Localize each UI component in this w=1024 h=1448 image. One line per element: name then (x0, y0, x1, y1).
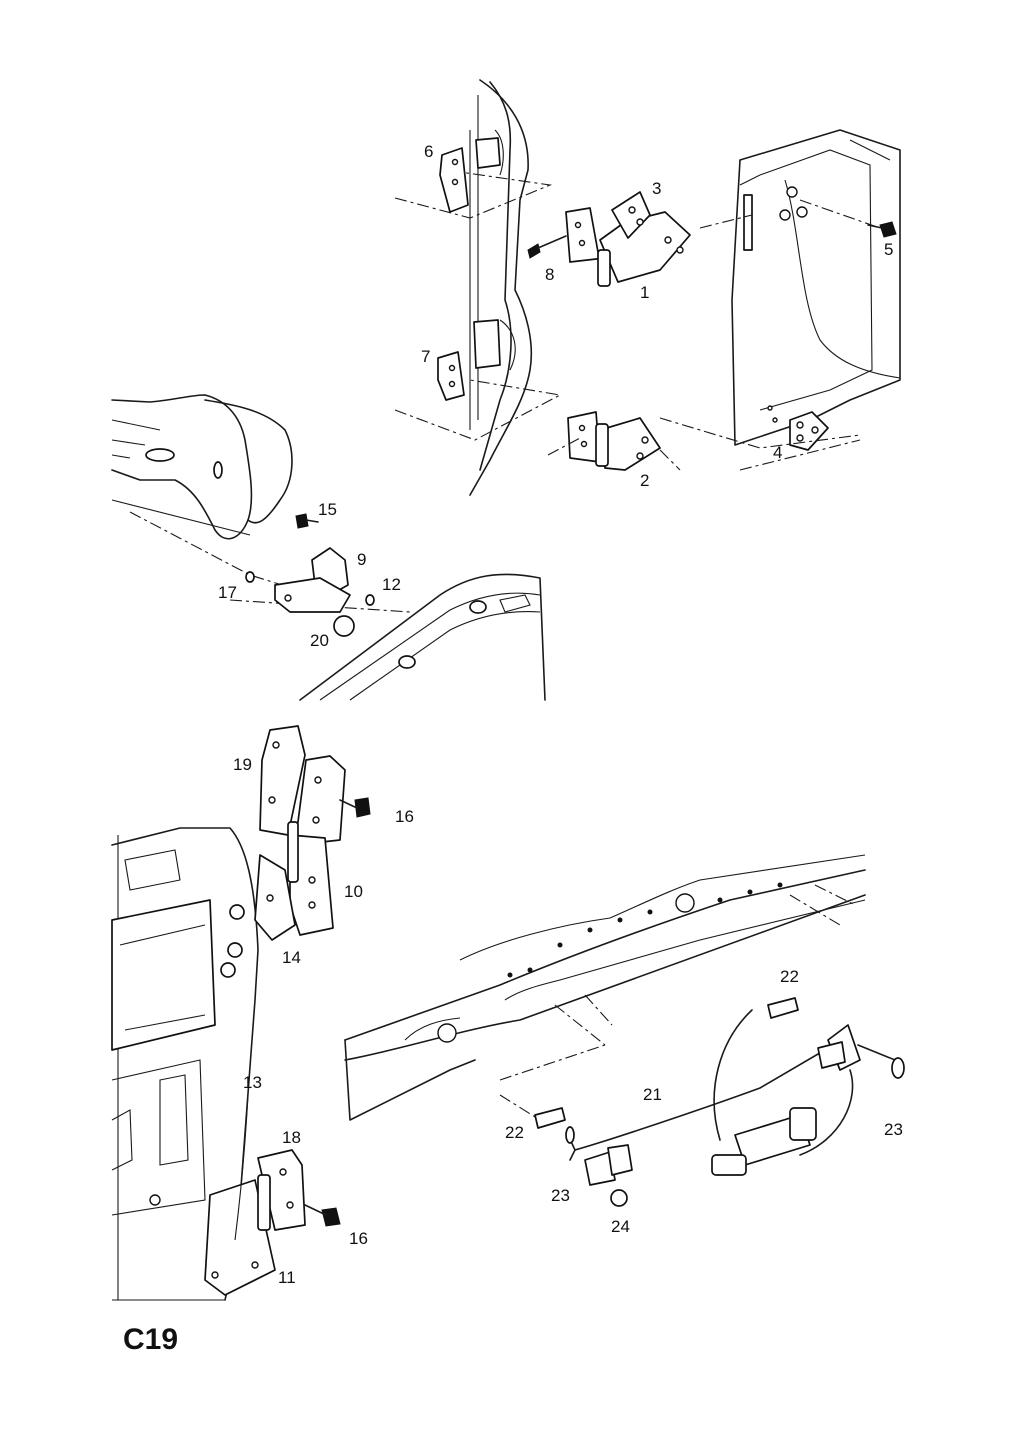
callout-10: 10 (344, 882, 363, 901)
callout-17: 17 (218, 583, 237, 602)
callout-8: 8 (545, 265, 554, 284)
callout-4: 4 (773, 443, 782, 462)
callout-18: 18 (282, 1128, 301, 1147)
callout-23-left: 23 (551, 1186, 570, 1205)
callout-16-upper: 16 (395, 807, 414, 826)
diagram-code: C19 (123, 1323, 178, 1356)
callout-7: 7 (421, 347, 430, 366)
callout-12: 12 (382, 575, 401, 594)
callout-19: 19 (233, 755, 252, 774)
callout-15: 15 (318, 500, 337, 519)
bottom-right-door-rod-group (344, 854, 905, 1207)
callout-21: 21 (643, 1085, 662, 1104)
callout-3: 3 (652, 179, 661, 198)
callout-9: 9 (357, 550, 366, 569)
callout-2: 2 (640, 471, 649, 490)
callout-22-upper: 22 (780, 967, 799, 986)
callout-11: 11 (278, 1268, 296, 1287)
callout-5: 5 (884, 240, 893, 259)
callout-14: 14 (282, 948, 301, 967)
callout-6: 6 (424, 142, 433, 161)
callout-22-lower: 22 (505, 1123, 524, 1142)
callout-16-lower: 16 (349, 1229, 368, 1248)
callout-labels: 1 2 3 4 5 6 7 8 9 10 11 12 13 14 15 16 1… (218, 142, 903, 1287)
callout-13: 13 (243, 1073, 262, 1092)
middle-door-check-group (111, 394, 546, 701)
panel-holes (507, 882, 783, 978)
bottom-left-rear-hinge-group (111, 725, 371, 1301)
callout-1: 1 (640, 283, 649, 302)
callout-23-right: 23 (884, 1120, 903, 1139)
callout-20: 20 (310, 631, 329, 650)
callout-24: 24 (611, 1217, 630, 1236)
top-door-pillar-group (394, 79, 901, 496)
